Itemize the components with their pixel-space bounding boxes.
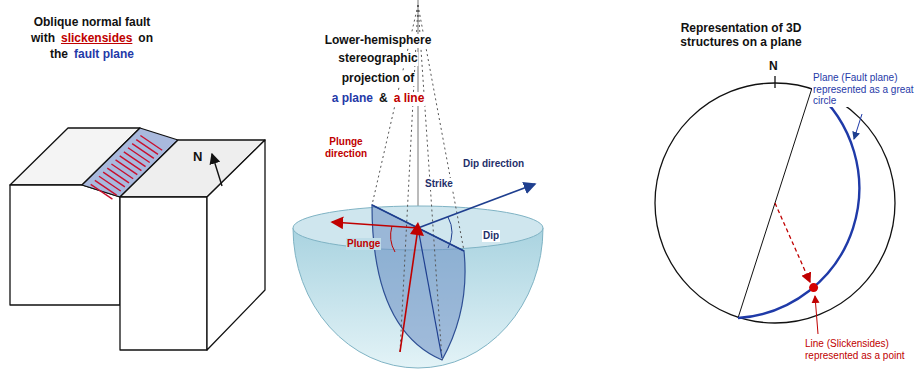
slickenside-stroke [103, 172, 125, 187]
projected-point [410, 222, 424, 236]
dip-direction-arrow [418, 184, 535, 228]
slickenside-stroke [95, 180, 117, 195]
strike-line [738, 88, 812, 318]
panel-heading: a line [393, 92, 426, 106]
part-label: Plunge [346, 238, 381, 250]
slickenside-stroke [120, 156, 142, 171]
block-diagram [10, 128, 265, 350]
north-label: N [192, 150, 203, 165]
slickenside-stroke [99, 176, 121, 191]
heading-line: with slickensides on [30, 32, 154, 46]
heading-line: a plane&a line [331, 92, 426, 106]
slickenside-stroke [116, 160, 138, 175]
slickenside-stroke [132, 144, 154, 159]
panel-heading: stereographic [337, 52, 418, 66]
slickenside-stroke [111, 164, 133, 179]
slickenside-stroke [124, 152, 146, 167]
north-arrow [212, 154, 222, 186]
north-tick [774, 76, 775, 88]
panel-heading: fault plane [73, 48, 135, 62]
part-label: Plunge direction [312, 136, 380, 159]
heading-line: the fault plane [49, 48, 135, 62]
plunge-angle-arc [391, 226, 395, 252]
part-label: Strike [424, 178, 454, 190]
panel-heading: with [30, 32, 56, 46]
part-label: Dip direction [462, 158, 525, 170]
north-label: N [768, 60, 779, 74]
panel-heading: the [49, 48, 69, 62]
leader-line [854, 114, 862, 139]
panel-heading: & [378, 92, 389, 106]
dip-line [418, 228, 442, 358]
heading-line: projection of [341, 72, 416, 86]
panel-heading: Representation of 3D structures on a pla… [650, 22, 832, 50]
slickenside-stroke [140, 136, 162, 151]
plunge-trend-line [775, 203, 810, 282]
great-circle [738, 88, 859, 318]
panel-heading: projection of [341, 72, 416, 86]
panel-heading: slickensides [60, 32, 133, 46]
dip-angle-arc [448, 217, 452, 248]
slickenside-stroke [91, 184, 113, 199]
callout-note: Plane (Fault plane) represented as a gre… [812, 72, 918, 107]
slickenside-strokes [91, 136, 162, 200]
plunge-direction-arrow [332, 222, 418, 228]
plunge-line [400, 228, 418, 352]
heading-line: stereographic [337, 52, 418, 66]
dipping-plane [372, 205, 465, 360]
panel-heading: Oblique normal fault [33, 16, 152, 30]
callout-note: Line (Slickensides) represented as a poi… [804, 338, 918, 361]
slickenside-point [809, 283, 818, 292]
slickenside-stroke [107, 168, 129, 183]
primitive-circle [655, 83, 895, 323]
panel-heading: a plane [331, 92, 374, 106]
panel-heading: on [137, 32, 154, 46]
heading-line: Lower-hemisphere [324, 34, 433, 48]
heading-line: Oblique normal fault [33, 16, 152, 30]
slickenside-stroke [128, 148, 150, 163]
slickenside-stroke [136, 140, 158, 155]
panel-heading: Lower-hemisphere [324, 34, 433, 48]
part-label: Dip [482, 230, 500, 242]
leader-line [815, 296, 818, 334]
strike-line [372, 205, 464, 251]
